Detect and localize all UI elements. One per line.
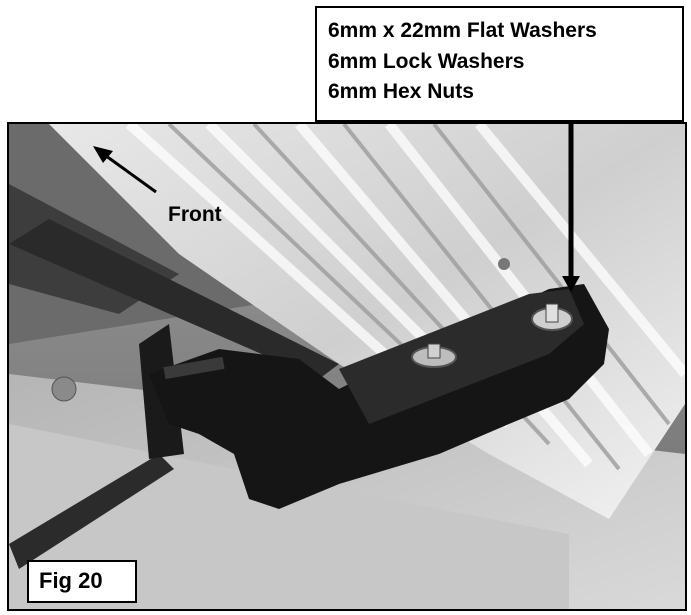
hardware-callout-box: 6mm x 22mm Flat Washers 6mm Lock Washers… [315, 6, 684, 122]
callout-line-flat-washers: 6mm x 22mm Flat Washers [328, 19, 597, 42]
front-direction-label: Front [168, 203, 222, 226]
underbody-photo-illustration [9, 124, 685, 609]
installation-photo [7, 122, 687, 611]
callout-line-hex-nuts: 6mm Hex Nuts [328, 80, 474, 103]
callout-line-lock-washers: 6mm Lock Washers [328, 49, 525, 73]
figure-label: Fig 20 [27, 560, 137, 603]
hardware-washer [411, 343, 457, 368]
